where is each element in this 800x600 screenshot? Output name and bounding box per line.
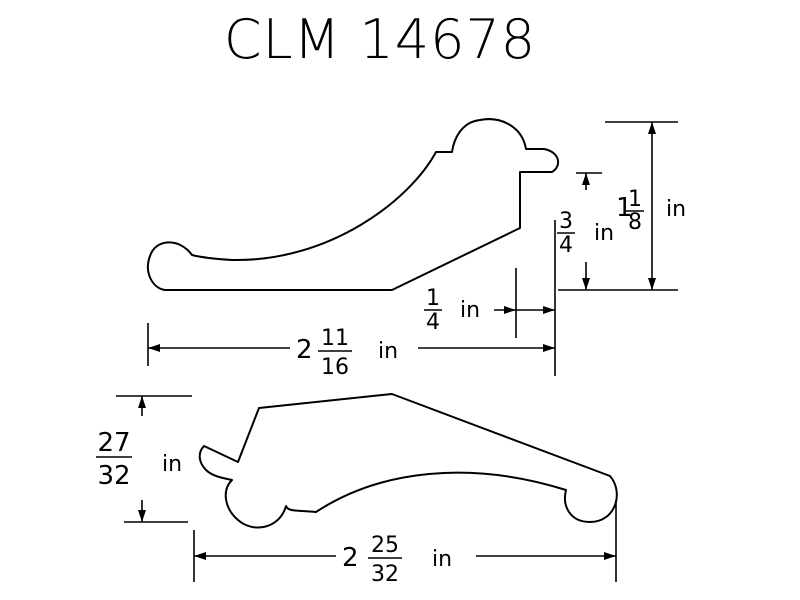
top-height-numerator: 1 bbox=[628, 187, 642, 212]
top-height-label: 1 1 8 in bbox=[616, 187, 686, 235]
bottom-height-label: 27 32 in bbox=[96, 428, 182, 491]
offset-dimension bbox=[494, 220, 556, 376]
bottom-width-numerator: 25 bbox=[371, 533, 399, 558]
bottom-width-denominator: 32 bbox=[371, 562, 399, 587]
bottom-width-dimension bbox=[193, 500, 617, 582]
top-width-dimension bbox=[147, 323, 555, 366]
step-height-unit: in bbox=[594, 221, 614, 246]
top-height-dimension bbox=[558, 121, 678, 291]
bottom-profile-outline bbox=[198, 393, 618, 529]
bottom-height-unit: in bbox=[162, 452, 182, 477]
offset-unit: in bbox=[460, 298, 480, 323]
top-height-denominator: 8 bbox=[628, 210, 642, 235]
top-profile-outline bbox=[146, 118, 560, 291]
top-height-whole: 1 bbox=[616, 193, 633, 223]
offset-denominator: 4 bbox=[426, 310, 440, 335]
offset-label: 1 4 in bbox=[424, 286, 480, 335]
top-width-whole: 2 bbox=[296, 335, 313, 365]
offset-numerator: 1 bbox=[426, 286, 440, 311]
top-profile bbox=[146, 118, 560, 291]
top-width-label: 2 11 16 in bbox=[296, 326, 398, 380]
top-width-denominator: 16 bbox=[321, 355, 349, 380]
step-height-numerator: 3 bbox=[559, 209, 573, 234]
bottom-width-whole: 2 bbox=[342, 543, 359, 573]
bottom-height-denominator: 32 bbox=[97, 461, 130, 491]
step-height-label: 3 4 in bbox=[557, 209, 614, 258]
step-height-dimension bbox=[576, 172, 602, 290]
top-width-unit: in bbox=[378, 339, 398, 364]
drawing-title: CLM 14678 bbox=[224, 8, 536, 71]
bottom-profile bbox=[198, 393, 618, 529]
bottom-height-dimension bbox=[116, 395, 192, 523]
step-height-denominator: 4 bbox=[559, 233, 573, 258]
top-width-numerator: 11 bbox=[321, 326, 349, 351]
bottom-width-label: 2 25 32 in bbox=[342, 533, 452, 587]
bottom-height-numerator: 27 bbox=[97, 428, 130, 458]
bottom-width-unit: in bbox=[432, 547, 452, 572]
top-height-unit: in bbox=[666, 197, 686, 222]
